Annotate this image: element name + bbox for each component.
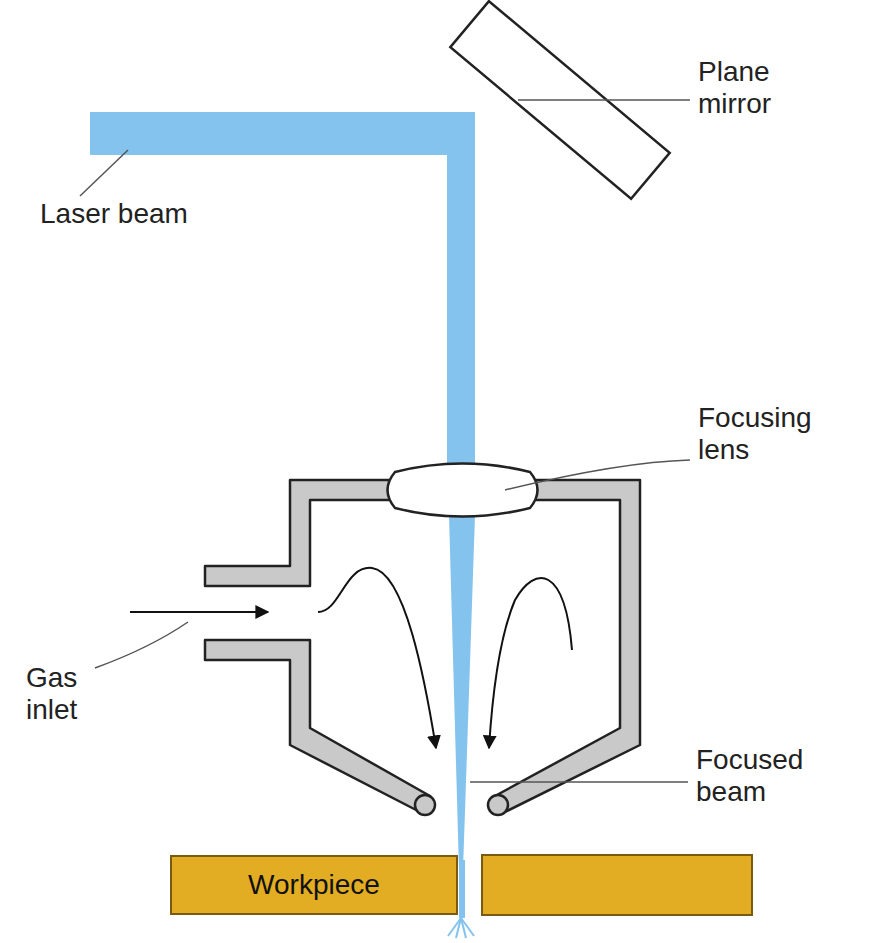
spray	[448, 918, 474, 938]
focusing-lens	[388, 464, 538, 517]
workpiece-block	[482, 855, 752, 915]
part-label: Focusing lens	[698, 402, 848, 466]
laser-beam	[447, 112, 475, 492]
nozzle-housing	[205, 480, 640, 815]
kerf-beam	[459, 860, 465, 918]
part-label: Gas inlet	[26, 662, 116, 726]
node-label: Workpiece	[248, 869, 380, 901]
workpiece: Workpiece	[170, 855, 458, 915]
part-label: Laser beam	[40, 198, 240, 230]
focused-beam	[449, 515, 475, 870]
part-label: Focused beam	[696, 744, 836, 808]
part-label: Plane mirror	[698, 56, 828, 120]
laser-beam	[90, 112, 475, 155]
gas-flow-arrow	[130, 568, 572, 748]
